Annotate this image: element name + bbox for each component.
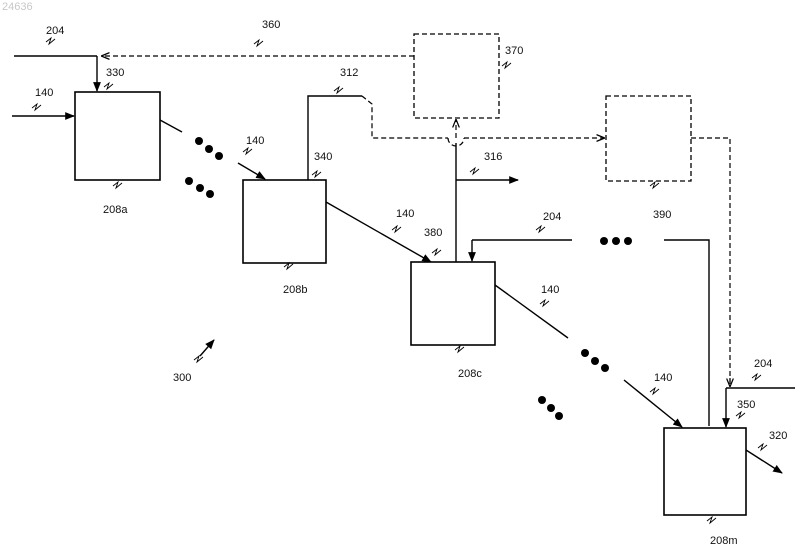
stream-320-arrow <box>746 450 782 473</box>
leader-squiggle <box>32 104 41 110</box>
label-208m: 208m <box>710 535 738 547</box>
leader-squiggle <box>455 346 464 352</box>
leader-squiggle <box>46 38 55 44</box>
leader-squiggle <box>113 182 122 188</box>
leader-squiggle <box>284 263 293 269</box>
leader-squiggle <box>392 226 401 232</box>
leader-squiggle <box>758 444 767 450</box>
continuation-dot <box>600 237 608 245</box>
feed-204-into-208m-line <box>664 240 709 426</box>
watermark-text: 24636 <box>2 1 33 13</box>
label-208a: 208a <box>103 204 128 216</box>
continuation-dot <box>601 364 609 372</box>
label-330: 330 <box>106 67 124 79</box>
unit-208b-box <box>243 180 326 263</box>
leader-squiggle <box>650 182 659 188</box>
continuation-dot <box>205 145 213 153</box>
continuation-dot <box>185 177 193 185</box>
leader-squiggle <box>243 148 252 154</box>
leader-squiggle <box>312 171 321 177</box>
label-204: 204 <box>754 358 772 370</box>
label-320: 320 <box>769 430 787 442</box>
label-316: 316 <box>484 151 502 163</box>
continuation-dot <box>206 190 214 198</box>
stream-from-390-line <box>691 138 730 384</box>
stream-140-out-208a <box>160 120 182 132</box>
continuation-dot <box>555 412 563 420</box>
stream-140-into-208b <box>238 163 265 179</box>
continuation-dot <box>591 357 599 365</box>
unit-208c-box <box>411 262 495 345</box>
leader-squiggle <box>650 388 659 394</box>
label-140: 140 <box>35 87 53 99</box>
unit-208m-box <box>664 428 746 515</box>
leader-squiggle <box>752 374 761 380</box>
label-340: 340 <box>314 151 332 163</box>
stream-140-into-208m <box>624 380 682 427</box>
label-312: 312 <box>340 67 358 79</box>
label-380: 380 <box>424 227 442 239</box>
continuation-dot <box>624 237 632 245</box>
stream-140-into-208c <box>326 202 431 262</box>
leader-squiggle <box>536 226 545 232</box>
label-140: 140 <box>396 208 414 220</box>
unit-208a-box <box>75 92 160 180</box>
reference-300-arrow <box>200 340 214 356</box>
leader-squiggle <box>736 412 745 418</box>
label-390: 390 <box>653 209 671 221</box>
continuation-dot <box>196 184 204 192</box>
leader-squiggle <box>707 517 716 523</box>
label-350: 350 <box>737 399 755 411</box>
label-208c: 208c <box>458 368 482 380</box>
label-300: 300 <box>173 372 191 384</box>
leader-squiggle <box>104 83 113 89</box>
unit-370-box <box>414 34 499 118</box>
continuation-dot <box>215 152 223 160</box>
leader-squiggle <box>502 62 511 68</box>
leader-squiggle <box>334 87 343 93</box>
label-140: 140 <box>541 284 559 296</box>
continuation-dot <box>195 137 203 145</box>
leader-squiggle <box>470 168 479 174</box>
leader-squiggle <box>540 300 549 306</box>
leader-squiggle <box>194 356 203 362</box>
label-360: 360 <box>262 19 280 31</box>
leader-squiggle <box>432 249 441 255</box>
continuation-dot <box>547 404 555 412</box>
label-204: 204 <box>46 25 64 37</box>
continuation-dot <box>538 396 546 404</box>
label-140: 140 <box>654 372 672 384</box>
continuation-dot <box>612 237 620 245</box>
stream-312-line <box>308 96 362 180</box>
unit-390-box <box>606 96 691 181</box>
label-204: 204 <box>543 211 561 223</box>
label-208b: 208b <box>283 284 307 296</box>
label-140: 140 <box>246 135 264 147</box>
label-370: 370 <box>505 45 523 57</box>
continuation-dot <box>581 349 589 357</box>
leader-squiggle <box>254 40 263 46</box>
